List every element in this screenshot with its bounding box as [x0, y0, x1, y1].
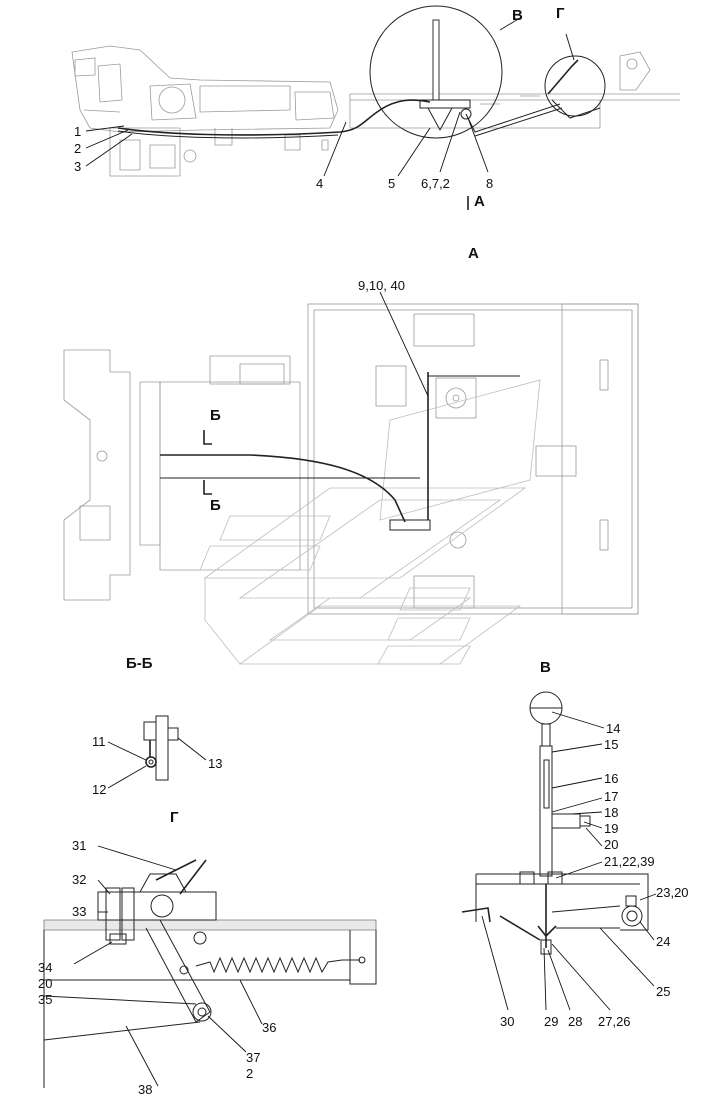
callout-23-20: 23,20	[656, 885, 689, 900]
callout-29: 29	[544, 1014, 558, 1029]
callout-28: 28	[568, 1014, 582, 1029]
callout-31: 31	[72, 838, 86, 853]
callout-32: 32	[72, 872, 86, 887]
view-v: 14 15 16 17 18 19 20 21,22,39 23,20 24 2…	[461, 691, 689, 1029]
callout-35: 35	[38, 992, 52, 1007]
plan-view: Б Б 9,10, 40	[63, 278, 639, 665]
control-cable	[117, 99, 431, 136]
view-g: 31 32 33 34 20 35 36 37 2 38	[38, 838, 377, 1097]
callout-18: 18	[604, 805, 618, 820]
callout-34: 34	[38, 960, 52, 975]
lever-assembly	[419, 19, 472, 132]
section-bb: 11 12 13	[92, 715, 222, 797]
marker-b-bottom: Б	[210, 497, 221, 514]
callout-3: 3	[74, 159, 81, 174]
callout-8: 8	[486, 176, 493, 191]
callout-25: 25	[656, 984, 670, 999]
callout-37: 37	[246, 1050, 260, 1065]
cable-sheath	[117, 130, 339, 139]
callout-4: 4	[316, 176, 323, 191]
plan-control-cable	[160, 454, 406, 523]
callout-15: 15	[604, 737, 618, 752]
callout-2: 2	[74, 141, 81, 156]
callout-5: 5	[388, 176, 395, 191]
frame-rail	[349, 51, 680, 129]
callout-6-7-2: 6,7,2	[421, 176, 450, 191]
callout-33: 33	[72, 904, 86, 919]
return-spring	[195, 956, 343, 974]
callout-30: 30	[500, 1014, 514, 1029]
view-v-title: В	[540, 659, 551, 676]
callout-1: 1	[74, 124, 81, 139]
marker-v-top: В	[512, 7, 523, 24]
callout-27-26: 27,26	[598, 1014, 631, 1029]
callout-2-g: 2	[246, 1066, 253, 1081]
marker-a-arrow: А	[474, 193, 485, 210]
marker-g-top: Г	[556, 5, 565, 22]
callout-17: 17	[604, 789, 618, 804]
callout-13: 13	[208, 756, 222, 771]
callout-12: 12	[92, 782, 106, 797]
callout-24: 24	[656, 934, 670, 949]
detail-circle-v	[369, 5, 503, 139]
callout-20-g: 20	[38, 976, 52, 991]
callout-36: 36	[262, 1020, 276, 1035]
view-g-title: Г	[170, 809, 179, 826]
callout-14: 14	[606, 721, 620, 736]
callout-9-10-40: 9,10, 40	[358, 278, 405, 293]
side-view: В Г А 1 2 3 4 5 6,7,2 8	[71, 5, 680, 210]
section-bb-title: Б-Б	[126, 655, 153, 672]
pedal	[547, 59, 579, 95]
engine-block	[71, 45, 339, 177]
callout-11: 11	[92, 734, 106, 749]
callout-38: 38	[138, 1082, 152, 1097]
callout-20-v: 20	[604, 837, 618, 852]
callout-21-22-39: 21,22,39	[604, 854, 655, 869]
callout-16: 16	[604, 771, 618, 786]
marker-b-top: Б	[210, 407, 221, 424]
callout-19: 19	[604, 821, 618, 836]
view-a-title: А	[468, 245, 479, 262]
